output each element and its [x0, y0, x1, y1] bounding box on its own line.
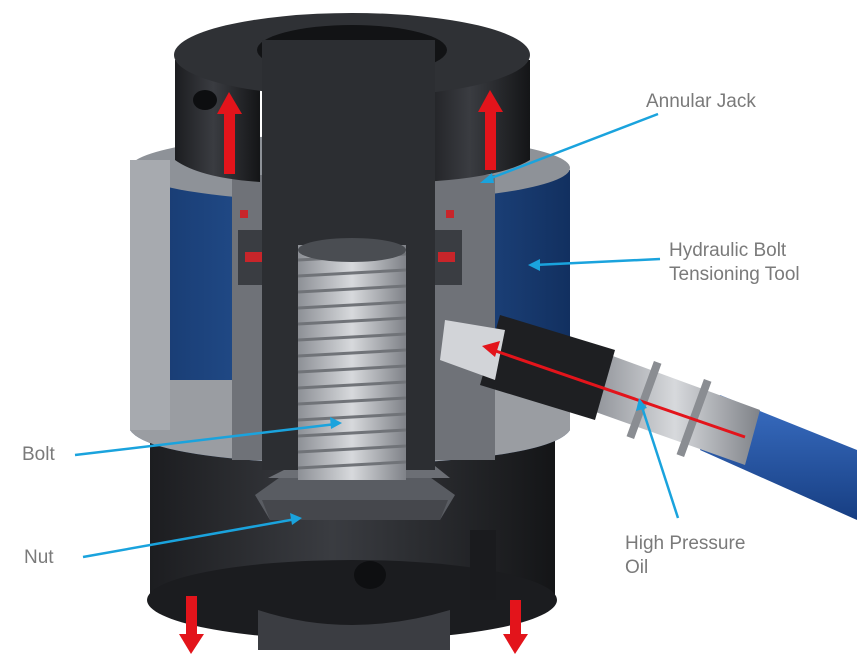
- leader-bolt: [74, 422, 337, 457]
- label-tensioning-tool-line2: Tensioning Tool: [669, 264, 800, 285]
- arrow-up-left-icon: [217, 92, 242, 174]
- force-arrows: [179, 90, 528, 654]
- bolt: [262, 40, 435, 480]
- lower-body: [147, 440, 557, 650]
- leader-lines: [74, 112, 680, 559]
- leader-tensioning-tool: [533, 257, 661, 267]
- label-nut: Nut: [24, 547, 54, 568]
- arrow-down-left-icon: [179, 596, 204, 654]
- label-oil-line1: High Pressure: [625, 533, 746, 554]
- leader-annular-jack: [485, 112, 659, 182]
- bolt-threads: [297, 252, 407, 470]
- leader-nut: [82, 517, 297, 559]
- leader-oil: [639, 403, 680, 519]
- label-annular-jack: Annular Jack: [646, 91, 756, 112]
- label-bolt: Bolt: [22, 444, 55, 465]
- label-high-pressure-oil: High Pressure Oil: [625, 532, 745, 580]
- oil-flow-line: [486, 346, 746, 439]
- label-oil-line2: Oil: [625, 557, 649, 578]
- label-tensioning-tool-line1: Hydraulic Bolt: [669, 240, 787, 261]
- arrow-up-right-icon: [478, 90, 503, 170]
- oil-flow-arrowhead: [482, 341, 500, 357]
- arrow-down-right-icon: [503, 600, 528, 654]
- label-tensioning-tool: Hydraulic Bolt Tensioning Tool: [669, 239, 800, 287]
